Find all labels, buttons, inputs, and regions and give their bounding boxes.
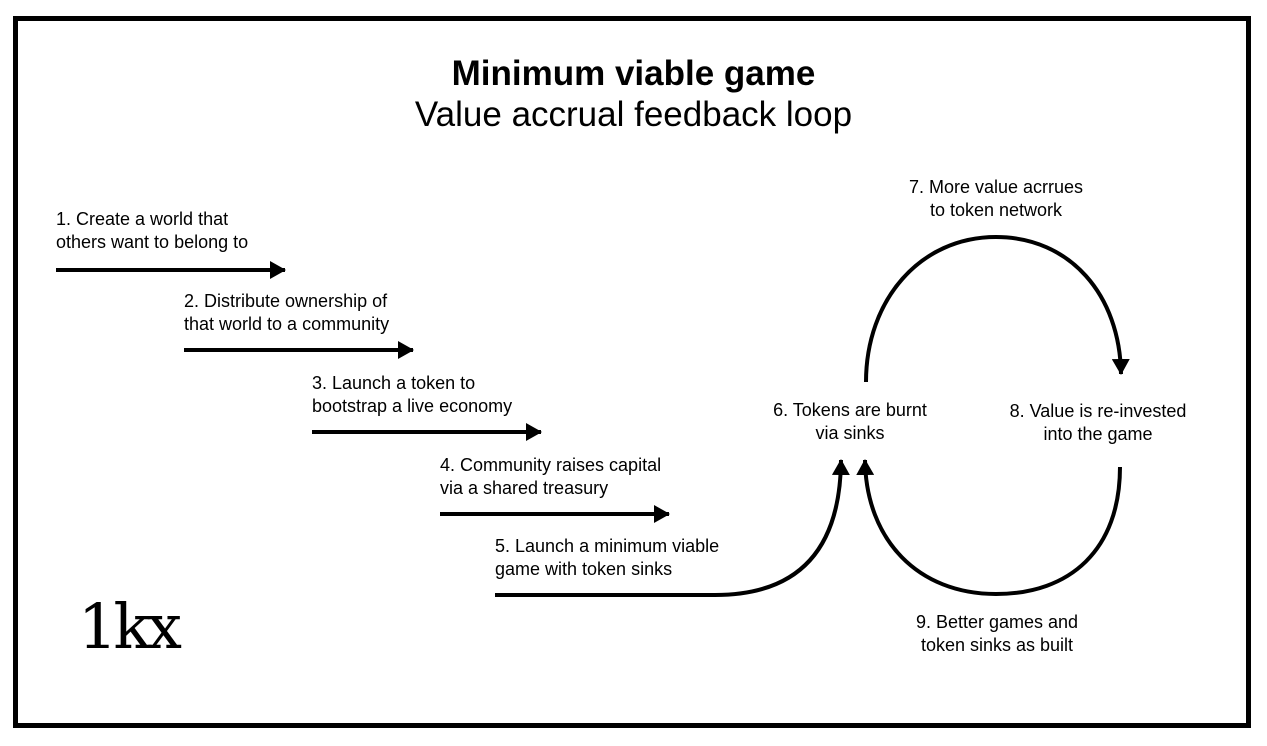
step-7-label: 7. More value acrrues to token network (908, 177, 1084, 220)
step-1-label: 1. Create a world that others want to be… (56, 209, 249, 252)
diagram-frame (13, 16, 1251, 728)
brand-logo: 1kx (78, 590, 182, 663)
arrow-step-5-curve (495, 459, 850, 597)
diagram-title: Minimum viable game (451, 54, 816, 93)
step-5-label: 5. Launch a minimum viable game with tok… (495, 536, 720, 579)
step-9-label: 9. Better games and token sinks as built (915, 612, 1079, 655)
step-4-label: 4. Community raises capital via a shared… (440, 455, 662, 498)
step-2-label: 2. Distribute ownership of that world to… (184, 291, 390, 334)
arrow-loop-bottom (856, 459, 1122, 597)
arrow-loop-top (864, 234, 1130, 383)
step-8-label: 8. Value is re-invested into the game (1009, 401, 1187, 444)
step-3-label: 3. Launch a token to bootstrap a live ec… (312, 373, 513, 416)
diagram-subtitle: Value accrual feedback loop (414, 95, 853, 134)
step-6-label: 6. Tokens are burnt via sinks (773, 400, 927, 443)
